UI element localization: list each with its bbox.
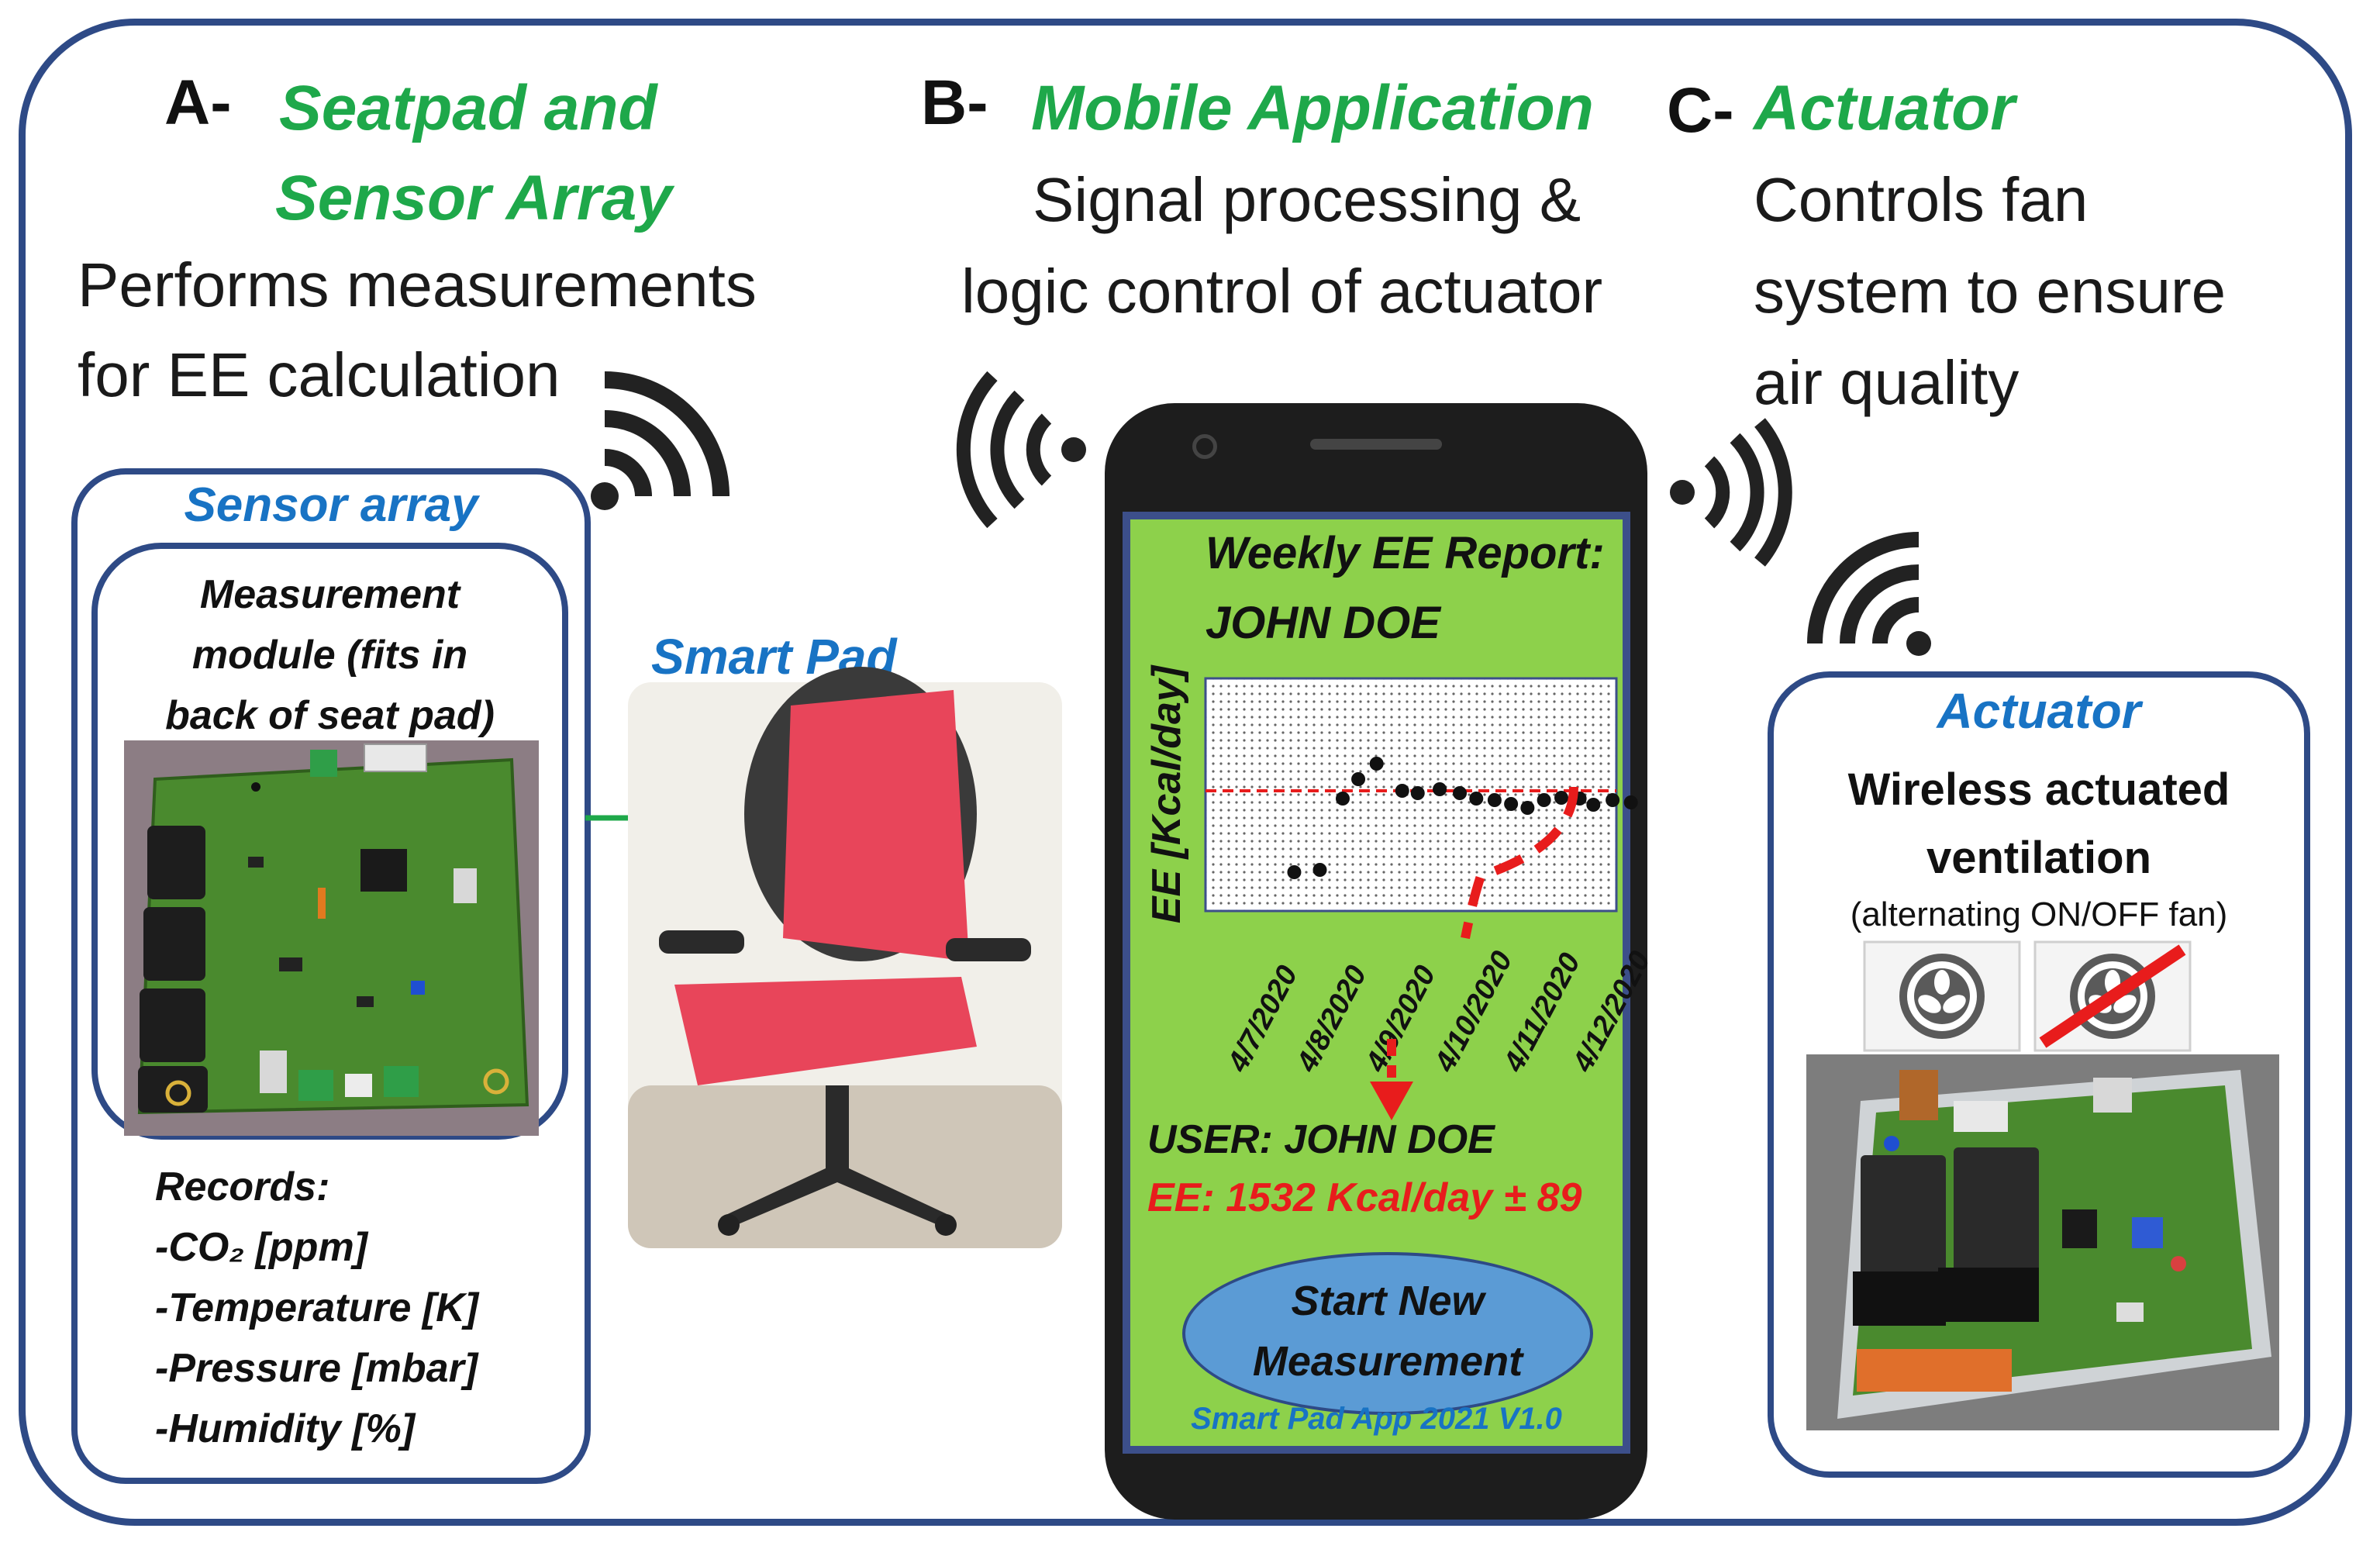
- chart-point: [1504, 797, 1519, 811]
- chart-point: [1395, 784, 1409, 798]
- record-item-pressure: -Pressure [mbar]: [155, 1346, 478, 1391]
- section-b-desc-line2: logic control of actuator: [961, 257, 1603, 326]
- start-measurement-button[interactable]: Start New Measurement: [1182, 1252, 1593, 1415]
- ee-chart: EE [Kcal/day] 4/7/20204/8/20204/9/20204/…: [1144, 664, 1657, 1078]
- actuator-description: Wireless actuated ventilation: [1768, 756, 2310, 892]
- phone-camera-icon: [1192, 434, 1217, 459]
- section-c-letter: C-: [1667, 75, 1734, 146]
- actuator-desc-line1: Wireless actuated: [1847, 764, 2230, 815]
- module-caption-line3: back of seat pad): [165, 693, 495, 738]
- outer-frame: [19, 19, 2352, 1526]
- module-caption-line2: module (fits in: [191, 633, 468, 678]
- section-a-desc-line1: Performs measurements: [78, 250, 757, 319]
- actuator-pcb-image: [1806, 1054, 2279, 1430]
- chart-point: [1487, 793, 1502, 807]
- phone-speaker: [1310, 439, 1442, 450]
- section-a-title-line2: Sensor Array: [275, 163, 672, 233]
- actuator-desc-line2: ventilation: [1926, 833, 2152, 883]
- chart-point: [1469, 792, 1484, 806]
- start-measurement-label-line2: Measurement: [1252, 1338, 1523, 1385]
- section-b-title: Mobile Application: [1031, 73, 1594, 143]
- chart-point: [1554, 791, 1569, 805]
- section-a-letter: A-: [164, 67, 232, 138]
- section-a-desc-line2: for EE calculation: [78, 340, 561, 409]
- sensor-array-title: Sensor array: [184, 478, 478, 532]
- record-item-co2: -CO₂ [ppm]: [155, 1225, 367, 1270]
- section-b-letter: B-: [921, 67, 988, 138]
- section-b-desc-line1: Signal processing &: [1033, 165, 1581, 234]
- smart-pad-chair-image: [628, 667, 1062, 1248]
- section-c-desc-line2: system to ensure: [1754, 257, 2227, 326]
- report-title: Weekly EE Report:: [1206, 528, 1605, 578]
- chart-point: [1336, 792, 1350, 806]
- down-arrow-icon: [1370, 1039, 1413, 1120]
- report-user: JOHN DOE: [1206, 598, 1440, 648]
- chart-point: [1586, 798, 1601, 812]
- actuator-note: (alternating ON/OFF fan): [1850, 895, 2228, 933]
- chart-point: [1351, 772, 1366, 786]
- wifi-icon: [1670, 418, 1792, 567]
- records-title: Records:: [155, 1164, 330, 1209]
- actuator-panel-title: Actuator: [1937, 683, 2141, 739]
- chart-date-labels: 4/7/20204/8/20204/9/20204/10/20204/11/20…: [1221, 946, 1657, 1078]
- fan-off-icon: [2033, 940, 2192, 1052]
- chart-point: [1623, 795, 1638, 809]
- start-measurement-label: Start New Measurement: [1185, 1271, 1590, 1392]
- chart-point: [1287, 865, 1302, 879]
- measurement-module-caption: Measurement module (fits in back of seat…: [91, 564, 568, 746]
- records-list: Records: -CO₂ [ppm] -Temperature [K] -Pr…: [155, 1157, 478, 1459]
- wifi-icon: [956, 371, 1086, 529]
- chart-point: [1433, 782, 1447, 796]
- section-c-title: Actuator: [1754, 73, 2016, 143]
- section-a-title-line1: Seatpad and: [279, 73, 657, 143]
- wifi-icon: [1807, 532, 1931, 656]
- record-item-humidity: -Humidity [%]: [155, 1406, 416, 1451]
- app-footer: Smart Pad App 2021 V1.0: [1191, 1402, 1562, 1436]
- chart-point: [1520, 801, 1535, 815]
- measurement-module-pcb-image: [124, 740, 539, 1136]
- user-line: USER: JOHN DOE: [1147, 1117, 1495, 1162]
- fan-on-icon: [1863, 940, 2021, 1052]
- chart-point: [1537, 793, 1551, 807]
- wifi-icon: [591, 371, 730, 510]
- start-measurement-label-line1: Start New: [1291, 1278, 1485, 1324]
- chart-point: [1453, 786, 1468, 800]
- chart-point: [1606, 793, 1620, 807]
- ee-value-line: EE: 1532 Kcal/day ± 89: [1147, 1175, 1582, 1220]
- chart-point: [1312, 863, 1327, 877]
- section-c-desc-line1: Controls fan: [1754, 165, 2089, 234]
- record-item-temperature: -Temperature [K]: [155, 1285, 479, 1330]
- chart-points: [1287, 757, 1638, 879]
- module-caption-line1: Measurement: [199, 572, 460, 617]
- section-c-desc-line3: air quality: [1754, 348, 2020, 417]
- chart-ylabel: EE [Kcal/day]: [1144, 664, 1189, 923]
- chart-point: [1410, 786, 1425, 800]
- chart-point: [1369, 757, 1384, 771]
